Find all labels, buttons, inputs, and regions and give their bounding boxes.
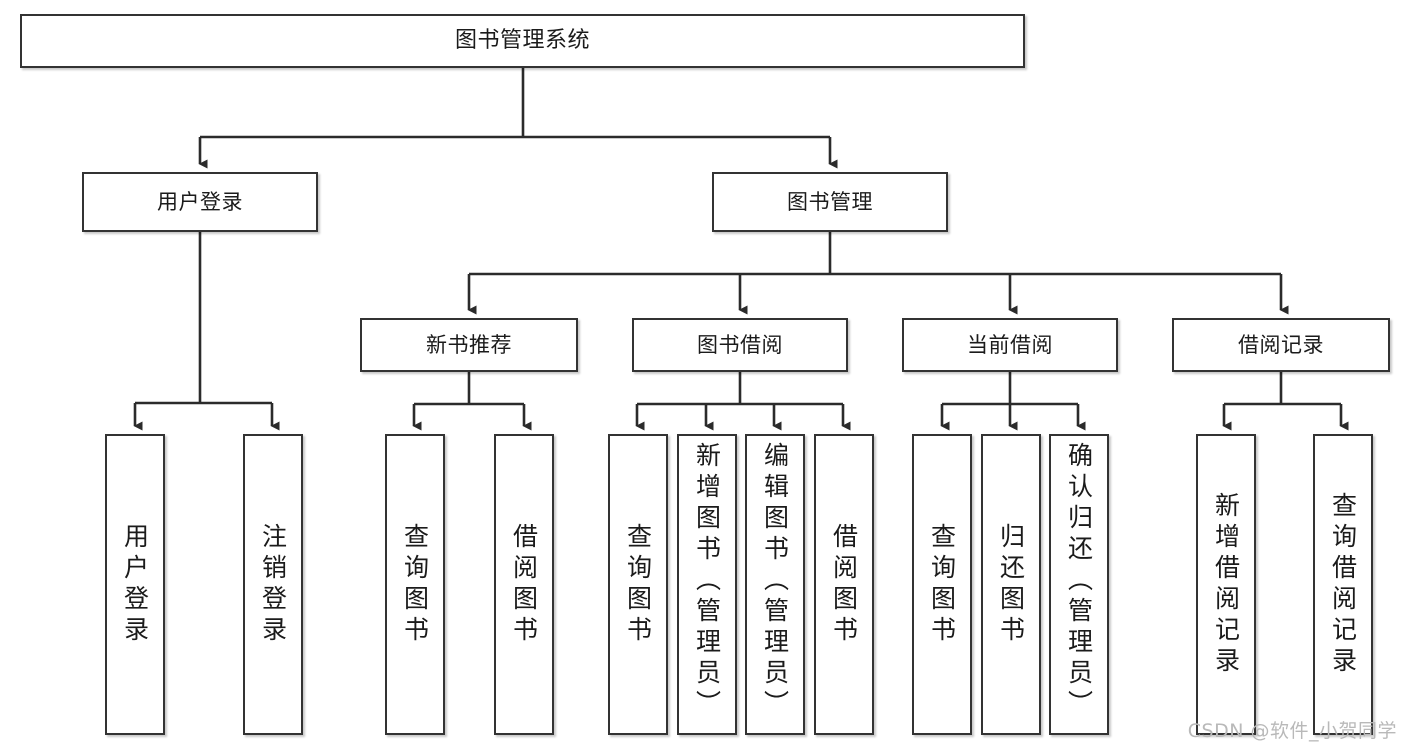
node-label: 归还图书 [996,522,1026,647]
watermark-text: CSDN @软件_小贺同学 [1187,720,1397,742]
node-label: 借阅记录 [1238,332,1324,357]
node-label: 查询借阅记录 [1328,491,1358,678]
node-root-system[interactable]: 图书管理系统 [20,14,1025,68]
leaf-confirm-return-admin[interactable]: 确认归还（管理员） [1049,434,1109,735]
node-label: 查询图书 [623,522,653,647]
node-label: 确认归还（管理员） [1064,442,1094,721]
node-label: 借阅图书 [509,522,539,647]
leaf-borrow-book[interactable]: 借阅图书 [814,434,874,735]
node-borrow-records[interactable]: 借阅记录 [1172,318,1390,372]
leaf-query-book-borrow[interactable]: 查询图书 [608,434,668,735]
leaf-return-book[interactable]: 归还图书 [981,434,1041,735]
node-label: 查询图书 [400,522,430,647]
leaf-add-borrow-record[interactable]: 新增借阅记录 [1196,434,1256,735]
leaf-query-book-current[interactable]: 查询图书 [912,434,972,735]
node-current-borrow[interactable]: 当前借阅 [902,318,1118,372]
node-label: 编辑图书（管理员） [760,442,790,721]
node-label: 查询图书 [927,522,957,647]
node-label: 用户登录 [157,189,243,214]
leaf-edit-book-admin[interactable]: 编辑图书（管理员） [745,434,805,735]
node-book-borrow[interactable]: 图书借阅 [632,318,848,372]
node-label: 新书推荐 [426,332,512,357]
leaf-add-book-admin[interactable]: 新增图书（管理员） [677,434,737,735]
node-label: 用户登录 [120,522,150,647]
leaf-borrow-book-recommend[interactable]: 借阅图书 [494,434,554,735]
leaf-user-logout[interactable]: 注销登录 [243,434,303,735]
node-label: 借阅图书 [829,522,859,647]
leaf-query-book-recommend[interactable]: 查询图书 [385,434,445,735]
leaf-user-login[interactable]: 用户登录 [105,434,165,735]
node-label: 当前借阅 [967,332,1053,357]
node-user-login[interactable]: 用户登录 [82,172,318,232]
node-label: 注销登录 [258,522,288,647]
node-new-book-recommend[interactable]: 新书推荐 [360,318,578,372]
node-book-management[interactable]: 图书管理 [712,172,948,232]
node-label: 图书管理系统 [454,28,590,54]
node-label: 图书借阅 [697,332,783,357]
node-label: 图书管理 [787,189,873,214]
node-label: 新增图书（管理员） [692,442,722,721]
leaf-query-borrow-record[interactable]: 查询借阅记录 [1313,434,1373,735]
node-label: 新增借阅记录 [1211,491,1241,678]
